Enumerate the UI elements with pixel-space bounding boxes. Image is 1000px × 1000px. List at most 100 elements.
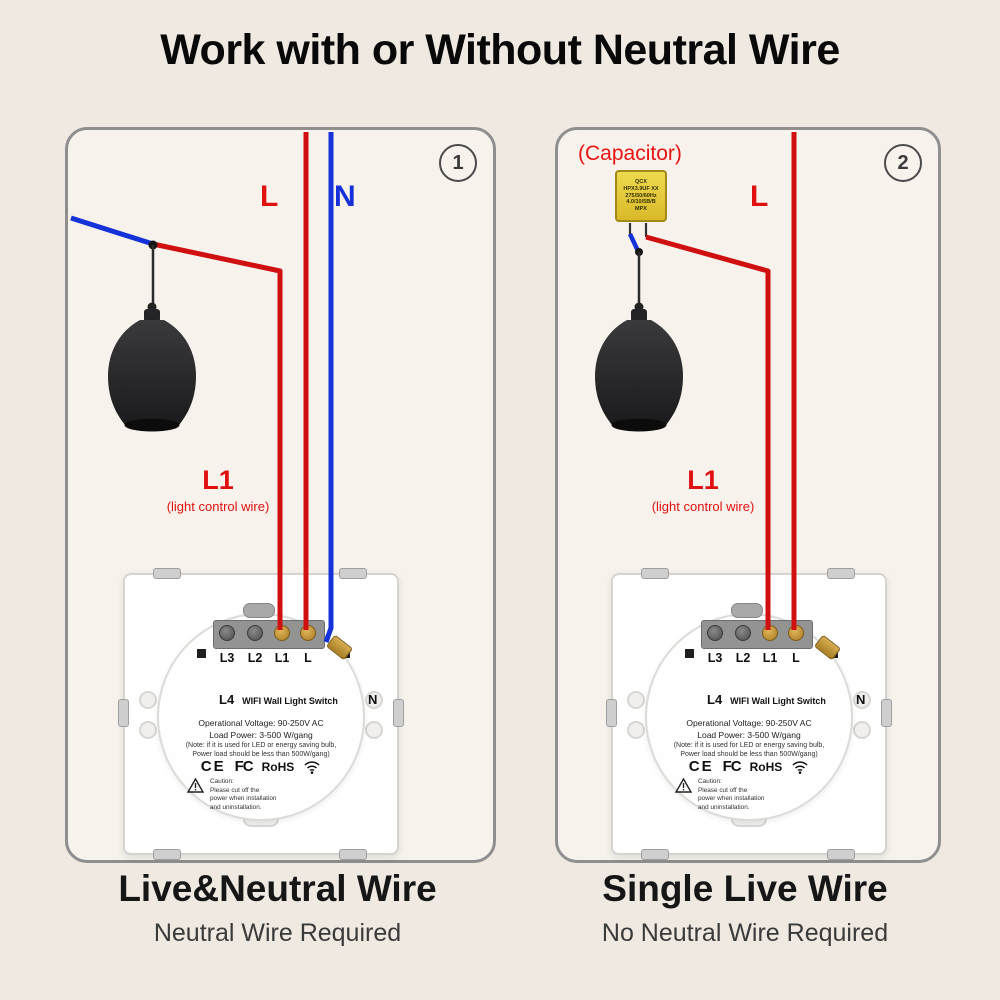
spec-voltage: Operational Voltage: 90-250V AC — [686, 718, 812, 728]
mount-clip — [153, 568, 181, 579]
terminal-label-l1: L1 — [274, 651, 290, 665]
spec-load: Load Power: 3-500 W/gang — [209, 730, 313, 740]
caption-heading: Live&Neutral Wire — [118, 868, 437, 909]
diagram-panel-single-live: 2 (Capacitor) L QCX HPX3.9UF XX 275/50/6… — [555, 127, 941, 863]
wifi-icon — [304, 760, 320, 774]
warning-icon — [675, 778, 692, 793]
terminal-label-l2: L2 — [247, 651, 263, 665]
terminal-screw-l2 — [247, 625, 263, 641]
wire-junction — [635, 248, 643, 256]
light-control-wire-label: L1 (light control wire) — [608, 465, 798, 514]
caution-line: Please cut off the — [210, 786, 260, 794]
switch-plate: L3 L2 L1 L L4 N WIFI Wall Light Switch O… — [118, 568, 404, 860]
wire-junction — [148, 240, 158, 250]
terminal-screw-l3 — [707, 625, 723, 641]
mount-clip — [606, 699, 617, 727]
caution-block: Caution: Please cut off the power when i… — [187, 778, 357, 813]
neutral-wire-to-lamp — [70, 215, 154, 247]
terminal-label-l1: L1 — [762, 651, 778, 665]
note-line1: (Note: if it is used for LED or energy s… — [673, 742, 825, 749]
mount-notch — [139, 721, 157, 739]
l1-sublabel: (light control wire) — [651, 498, 755, 514]
mount-clip — [339, 849, 367, 860]
l1-label: L1 — [202, 465, 234, 495]
wire-clamp — [731, 603, 763, 618]
mount-clip — [827, 849, 855, 860]
caution-line: Please cut off the — [698, 786, 748, 794]
panel-number-badge: 1 — [439, 144, 477, 182]
l1-label: L1 — [687, 465, 719, 495]
terminal-screw-l1 — [762, 625, 778, 641]
capacitor-component: QCX HPX3.9UF XX 275/50/60Hz 4.0/10/5B/B … — [615, 170, 667, 222]
rohs-mark: RoHS — [261, 759, 295, 774]
lamp-cap — [147, 302, 157, 312]
certification-row: CE FC RoHS — [177, 758, 345, 775]
capacitor-text: 275/50/60Hz — [625, 192, 657, 199]
spec-load: Load Power: 3-500 W/gang — [697, 730, 801, 740]
lamp-stem — [144, 309, 160, 322]
certification-row: CE FC RoHS — [665, 758, 833, 775]
capacitor-text: QCX — [635, 178, 647, 185]
lamp-opening — [611, 418, 667, 432]
mount-notch — [627, 691, 645, 709]
caution-block: Caution: Please cut off the power when i… — [675, 778, 845, 813]
mount-clip — [393, 699, 404, 727]
terminal-label-l3: L3 — [219, 651, 235, 665]
capacitor-label: (Capacitor) — [578, 142, 682, 165]
mount-clip — [641, 849, 669, 860]
page-title: Work with or Without Neutral Wire — [160, 26, 840, 74]
product-name: WIFI Wall Light Switch — [242, 696, 338, 706]
terminal-label-l2: L2 — [735, 651, 751, 665]
diagram-panel-live-neutral: 1 L N L1 (light control wire) — [65, 127, 496, 863]
wifi-icon — [792, 760, 808, 774]
ce-mark: CE — [200, 758, 226, 775]
note-line2: Power load should be less than 500W/gang… — [680, 751, 818, 758]
caution-line: and uninstallation. — [698, 803, 750, 811]
mount-notch — [853, 691, 871, 709]
capacitor-text: MPX — [635, 206, 647, 213]
terminal-label-l3: L3 — [707, 651, 723, 665]
warning-icon — [187, 778, 204, 793]
mount-clip — [118, 699, 129, 727]
note-line1: (Note: if it is used for LED or energy s… — [185, 742, 337, 749]
ce-mark: CE — [688, 758, 714, 775]
caution-text: Caution: Please cut off the power when i… — [210, 778, 276, 813]
terminal-label-l4: L4 — [219, 692, 235, 707]
mount-notch — [365, 691, 383, 709]
caption-single-live: Single Live Wire No Neutral Wire Require… — [555, 868, 935, 948]
fcc-mark: FC — [234, 758, 254, 775]
capacitor-text: HPX3.9UF XX — [623, 185, 659, 192]
caption-live-neutral: Live&Neutral Wire Neutral Wire Required — [65, 868, 490, 948]
note-line2: Power load should be less than 500W/gang… — [192, 751, 330, 758]
panel-number-badge: 2 — [884, 144, 922, 182]
mount-clip — [339, 568, 367, 579]
neutral-link-wire — [627, 233, 641, 252]
product-name: WIFI Wall Light Switch — [730, 696, 826, 706]
mount-notch — [365, 721, 383, 739]
screw-hole — [685, 649, 694, 658]
terminal-label-n: N — [368, 692, 378, 707]
wire-clamp — [243, 603, 275, 618]
caution-line: Caution: — [210, 778, 234, 785]
live-wire-label: L — [750, 180, 769, 213]
lamp-opening — [124, 418, 180, 432]
pendant-lamp-shade — [108, 320, 196, 425]
terminal-label-n: N — [856, 692, 866, 707]
pendant-lamp-shade — [595, 320, 683, 425]
neutral-wire-label: N — [334, 180, 356, 213]
mount-clip — [827, 568, 855, 579]
lamp-cap — [634, 302, 644, 312]
mount-notch — [139, 691, 157, 709]
screw-hole — [197, 649, 206, 658]
terminal-screw-l — [300, 625, 316, 641]
l1-sublabel: (light control wire) — [166, 498, 270, 514]
caution-line: power when installation — [210, 795, 277, 803]
terminal-screw-l — [788, 625, 804, 641]
mount-clip — [881, 699, 892, 727]
live-wire-label: L — [260, 180, 279, 213]
fcc-mark: FC — [722, 758, 742, 775]
caution-line: Caution: — [698, 778, 722, 785]
terminal-screw-l3 — [219, 625, 235, 641]
neutral-wire-supply — [323, 132, 334, 643]
